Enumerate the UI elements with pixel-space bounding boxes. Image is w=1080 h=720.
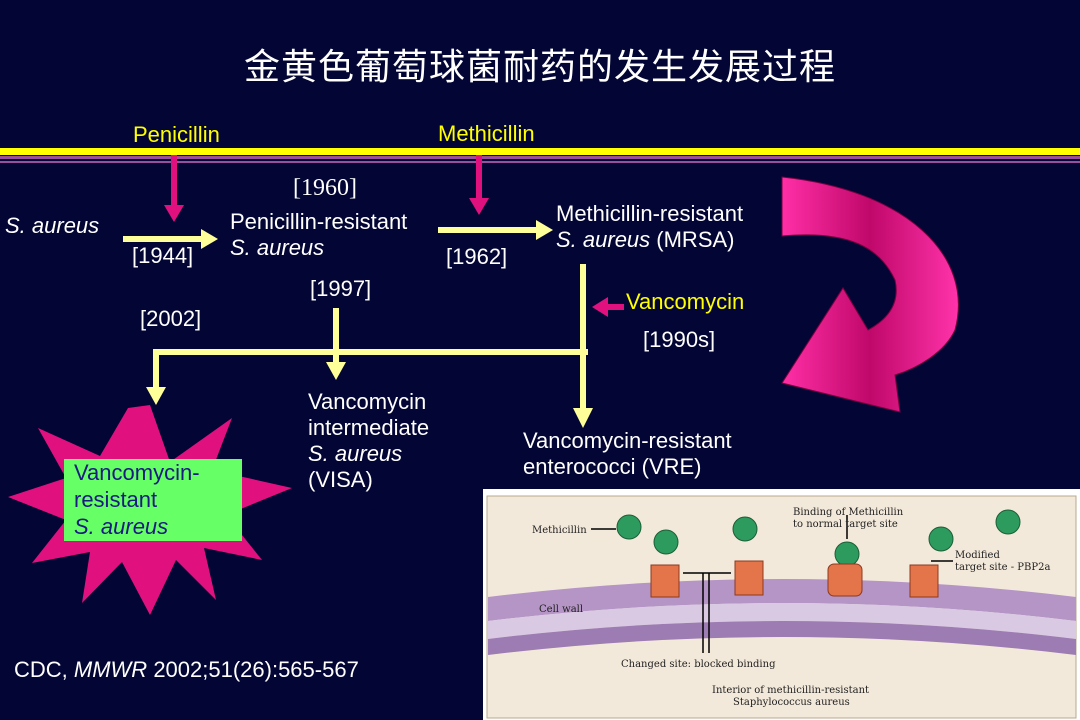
vrsa-box: Vancomycin- resistant S. aureus — [64, 459, 242, 541]
label-vre: Vancomycin-resistant enterococci (VRE) — [523, 428, 732, 480]
penicillin-arrow-head — [164, 205, 184, 222]
arrow-visa-shaft — [333, 308, 339, 364]
mrsa-mechanism-inset: Methicillin Binding of Methicillin to no… — [483, 489, 1080, 720]
label-vrsa-line2: resistant — [74, 487, 158, 512]
citation-journal: MMWR — [73, 657, 148, 682]
citation-prefix: CDC, — [14, 657, 74, 682]
yellow-band — [0, 148, 1080, 155]
purple-band-bottom — [0, 161, 1080, 163]
label-mrsa: Methicillin-resistant S. aureus (MRSA) — [556, 201, 743, 253]
arrow-2002-horizontal — [156, 349, 588, 355]
year-1962: [1962] — [446, 244, 508, 269]
inset-label-changed-site: Changed site: blocked binding — [621, 659, 776, 670]
label-visa-line1: Vancomycin — [308, 389, 427, 414]
label-mrsa-line1: Methicillin-resistant — [556, 201, 744, 226]
pbp-target-site — [650, 564, 680, 598]
label-vre-line1: Vancomycin-resistant — [523, 428, 732, 453]
arrow-vre-head — [573, 408, 593, 428]
pbp2a-modified-site — [909, 564, 939, 598]
page-title: 金黄色葡萄球菌耐药的发生发展过程 — [243, 47, 836, 88]
arrow-2002-shaft — [153, 349, 159, 389]
arrow-1962-shaft — [438, 227, 538, 233]
inset-label-interior-1: Interior of methicillin-resistant — [712, 685, 869, 696]
methicillin-arrow-head — [469, 198, 489, 215]
methicillin-molecule — [653, 529, 679, 555]
year-1960: [1960] — [293, 175, 357, 201]
label-visa-line4: (VISA) — [308, 467, 373, 492]
vancomycin-arrow-shaft — [604, 304, 624, 310]
arrow-vre-shaft — [580, 264, 586, 410]
inset-label-modified-1: Modified — [955, 550, 1000, 561]
curved-cycle-arrow — [781, 176, 959, 413]
label-mrsa-line2-italic: S. aureus — [556, 227, 651, 252]
label-vrsa-line1: Vancomycin- — [74, 460, 200, 485]
inset-label-modified-2: target site - PBP2a — [955, 562, 1050, 573]
label-vre-line2: enterococci (VRE) — [523, 454, 702, 479]
citation-rest: 2002;51(26):565-567 — [147, 657, 359, 682]
membrane-middle — [488, 603, 1076, 639]
label-penicillin: Penicillin — [133, 122, 220, 147]
year-1990s: [1990s] — [643, 327, 716, 352]
label-vancomycin: Vancomycin — [626, 289, 745, 314]
arrow-2002-head — [146, 387, 166, 405]
methicillin-molecule — [732, 516, 758, 542]
label-visa-line3: S. aureus — [308, 441, 403, 466]
methicillin-arrow-shaft — [476, 155, 482, 200]
label-s-aureus: S. aureus — [5, 213, 100, 238]
penicillin-arrow-shaft — [171, 155, 177, 207]
label-mrsa-line2-rest: (MRSA) — [650, 227, 735, 252]
vancomycin-arrow-head — [592, 297, 608, 317]
year-1997: [1997] — [310, 276, 372, 301]
methicillin-molecule — [928, 526, 954, 552]
methicillin-molecule-bound — [834, 541, 860, 567]
pbp-target-site — [734, 560, 764, 596]
header-bands — [0, 148, 1080, 163]
year-1944: [1944] — [132, 243, 194, 268]
inset-label-methicillin: Methicillin — [532, 525, 587, 536]
pbp-target-site-normal — [827, 563, 863, 597]
label-methicillin: Methicillin — [438, 121, 535, 146]
arrow-1944-head — [201, 229, 218, 249]
membrane-bottom — [488, 621, 1076, 655]
year-2002: [2002] — [140, 306, 202, 331]
methicillin-molecule — [995, 509, 1021, 535]
label-visa-line2: intermediate — [308, 415, 430, 440]
arrow-visa-head — [326, 362, 346, 380]
arrow-1962-head — [536, 220, 553, 240]
methicillin-molecule — [616, 514, 642, 540]
label-prsa: Penicillin-resistant S. aureus — [230, 209, 407, 261]
arrow-1944-shaft — [123, 236, 203, 242]
inset-label-cell-wall: Cell wall — [539, 604, 583, 615]
label-prsa-line1: Penicillin-resistant — [230, 209, 408, 234]
purple-band-top — [0, 156, 1080, 159]
label-mrsa-line2: S. aureus (MRSA) — [556, 227, 743, 253]
inset-label-interior-2: Staphylococcus aureus — [733, 697, 850, 708]
label-visa: Vancomycin intermediate S. aureus (VISA) — [308, 389, 429, 493]
inset-label-binding-1: Binding of Methicillin — [793, 507, 904, 518]
citation: CDC, MMWR 2002;51(26):565-567 — [14, 657, 359, 683]
inset-label-binding-2: to normal target site — [793, 519, 898, 530]
label-vrsa-line3: S. aureus — [74, 514, 169, 539]
inset-illustration: Methicillin Binding of Methicillin to no… — [486, 495, 1077, 719]
label-prsa-line2: S. aureus — [230, 235, 325, 260]
